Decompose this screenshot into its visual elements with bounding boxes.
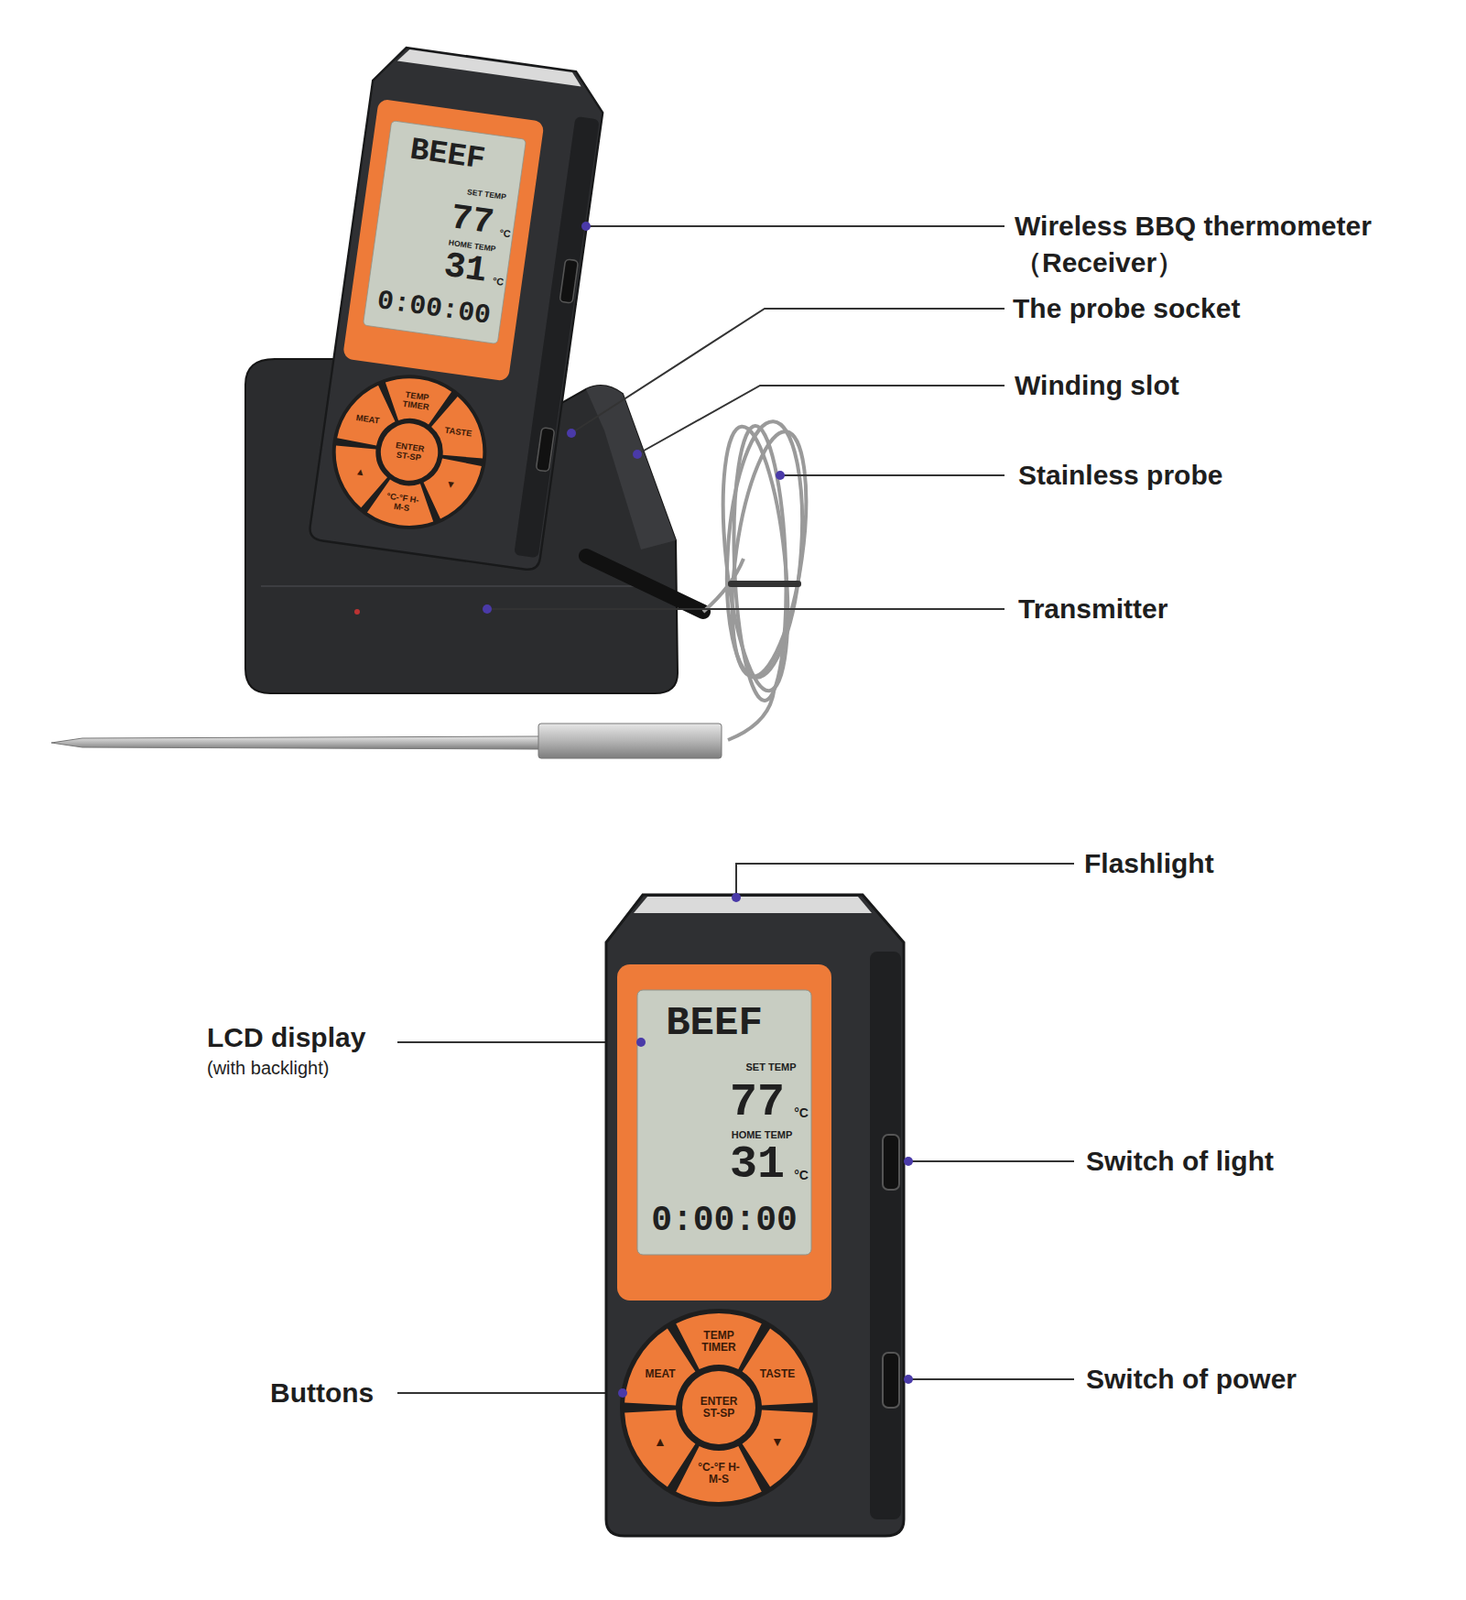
button-label: TASTE	[756, 1368, 799, 1380]
lcd	[637, 989, 812, 1255]
lcd-unit: °C	[499, 227, 512, 239]
lcd-text: SET TEMP	[745, 1062, 796, 1073]
probe-sleeve	[538, 723, 722, 759]
flashlight	[397, 47, 584, 87]
button-label: ▲	[639, 1435, 682, 1448]
housing	[308, 43, 609, 572]
housing	[606, 894, 904, 1536]
screen-frame	[342, 98, 545, 382]
callout-label: Transmitter	[1018, 592, 1168, 626]
callout-label: Wireless BBQ thermometer （Receiver）	[1014, 207, 1455, 282]
button	[624, 1409, 695, 1487]
lcd-unit: °C	[491, 275, 505, 288]
callout-label: Flashlight	[1084, 847, 1215, 880]
button	[624, 1328, 695, 1406]
lcd	[362, 120, 526, 345]
button-ring	[322, 364, 497, 539]
callout-label: (with backlight)	[206, 1056, 329, 1079]
button-label: ENTER ST-SP	[697, 1395, 740, 1420]
button	[742, 1328, 814, 1406]
callout-label: Winding slot	[1014, 369, 1180, 402]
lcd-unit: °C	[793, 1106, 809, 1119]
button-label: °C-°F H-M-S	[697, 1461, 740, 1486]
lcd-text: HOME TEMP	[731, 1129, 793, 1141]
callout-label: The probe socket	[1012, 292, 1240, 326]
cable-tie	[727, 580, 802, 587]
enter-button	[682, 1370, 756, 1445]
lcd-unit: °C	[793, 1168, 809, 1182]
lcd-digits: 31	[441, 248, 489, 290]
screen-frame	[617, 964, 832, 1301]
lcd-digits: 77	[729, 1079, 785, 1126]
callout-label: Buttons	[270, 1376, 374, 1410]
lcd-text: BEEF	[665, 1002, 763, 1043]
power-switch	[535, 427, 554, 472]
cradle-front-edge	[260, 585, 664, 587]
probe-rod	[51, 736, 543, 750]
lcd-digits: 31	[729, 1141, 785, 1188]
button-label: MEAT	[639, 1368, 682, 1380]
receiver-bottom: BEEFSET TEMP77°CHOME TEMP31°C0:00:00TEMP…	[597, 887, 913, 1541]
callout-label: Switch of light	[1085, 1144, 1274, 1178]
button	[675, 1313, 762, 1369]
light-switch	[559, 259, 578, 304]
button-ring	[619, 1308, 818, 1507]
power-switch	[882, 1352, 900, 1408]
light-switch	[882, 1134, 900, 1190]
probe-plug	[586, 555, 704, 612]
button	[675, 1445, 762, 1502]
enter-button	[377, 419, 442, 484]
callout-label: Switch of power	[1085, 1362, 1297, 1396]
side-strip	[869, 951, 902, 1520]
lcd-timer: 0:00:00	[651, 1203, 798, 1238]
lcd-digits: 77	[448, 199, 497, 241]
callout-label: Stainless probe	[1018, 458, 1223, 492]
led	[354, 608, 360, 615]
probe-cable-coil	[703, 419, 819, 740]
button-label: TEMP TIMER	[697, 1329, 740, 1354]
callout-label: LCD display	[206, 1020, 366, 1054]
cradle-back	[586, 385, 676, 550]
button-label: ▼	[756, 1435, 799, 1448]
flashlight	[633, 896, 872, 913]
